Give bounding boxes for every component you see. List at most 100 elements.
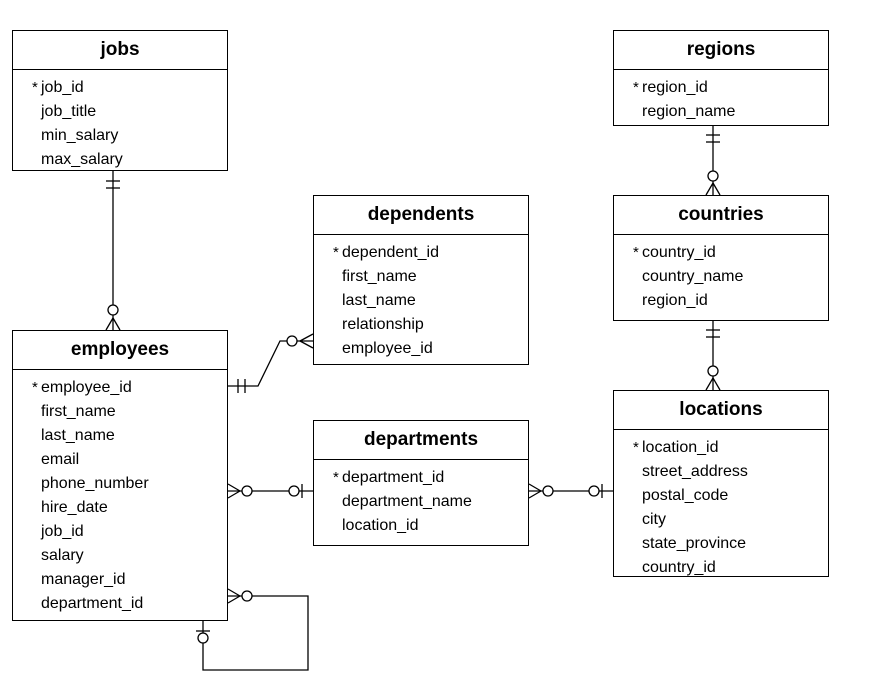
field-name: manager_id [41,571,126,588]
rel-regions-countries [705,126,721,196]
primary-key-marker: * [633,439,639,456]
field-name: hire_date [41,499,108,516]
field-name: employee_id [41,379,132,396]
field-list: *region_id region_name [614,70,828,124]
field-row: min_salary [13,124,227,148]
field-row: *dependent_id [314,241,528,265]
field-name: job_id [41,79,84,96]
field-name: region_id [642,79,708,96]
field-name: country_id [642,559,716,576]
field-row: country_id [614,556,828,580]
field-list: *job_id job_title min_salary max_salary [13,70,227,172]
field-name: salary [41,547,84,564]
field-list: *country_id country_name region_id [614,235,828,313]
field-row: region_id [614,289,828,313]
entity-title: locations [614,391,828,430]
field-name: last_name [342,292,416,309]
field-row: last_name [314,289,528,313]
field-row: *employee_id [13,376,227,400]
field-row: street_address [614,460,828,484]
field-list: *department_id department_name location_id [314,460,528,538]
rel-employees-manager [196,588,309,671]
entity-departments[interactable]: departments *department_id department_nam… [313,420,529,546]
field-name: email [41,451,80,468]
field-row: department_name [314,490,528,514]
field-row: *location_id [614,436,828,460]
field-row: *region_id [614,76,828,100]
field-name: job_id [41,523,84,540]
field-name: department_id [41,595,144,612]
field-row: *job_id [13,76,227,100]
field-row: country_name [614,265,828,289]
field-name: location_id [342,517,419,534]
field-name: job_title [41,103,97,120]
field-name: city [642,511,666,528]
primary-key-marker: * [633,244,639,261]
field-row: last_name [13,424,227,448]
primary-key-marker: * [333,244,339,261]
field-name: country_id [642,244,716,261]
field-row: location_id [314,514,528,538]
field-row: employee_id [314,337,528,361]
entity-countries[interactable]: countries *country_id country_name region_… [613,195,829,321]
field-row: phone_number [13,472,227,496]
field-name: postal_code [642,487,729,504]
field-name: max_salary [41,151,123,168]
field-name: employee_id [342,340,433,357]
rel-locations-departments [528,483,613,499]
field-row: *department_id [314,466,528,490]
field-name: first_name [342,268,417,285]
entity-title: jobs [13,31,227,70]
field-row: first_name [13,400,227,424]
field-name: dependent_id [342,244,439,261]
field-name: min_salary [41,127,119,144]
field-name: last_name [41,427,115,444]
entity-dependents[interactable]: dependents *dependent_id first_name last_n… [313,195,529,365]
field-row: hire_date [13,496,227,520]
entity-title: dependents [314,196,528,235]
rel-employees-dependents [228,333,314,393]
field-row: *country_id [614,241,828,265]
primary-key-marker: * [32,79,38,96]
field-row: job_id [13,520,227,544]
primary-key-marker: * [333,469,339,486]
field-row: postal_code [614,484,828,508]
entity-title: countries [614,196,828,235]
entity-employees[interactable]: employees *employee_id first_name last_nam… [12,330,228,621]
field-row: max_salary [13,148,227,172]
entity-title: regions [614,31,828,70]
field-name: state_province [642,535,747,552]
field-name: region_name [642,103,736,120]
field-name: location_id [642,439,719,456]
entity-title: departments [314,421,528,460]
field-row: job_title [13,100,227,124]
field-row: manager_id [13,568,227,592]
field-name: department_name [342,493,472,510]
field-name: street_address [642,463,748,480]
field-row: first_name [314,265,528,289]
field-name: first_name [41,403,116,420]
field-name: country_name [642,268,744,285]
entity-regions[interactable]: regions *region_id region_name [613,30,829,126]
field-name: department_id [342,469,445,486]
field-name: relationship [342,316,424,333]
field-list: *dependent_id first_name last_name relation… [314,235,528,361]
entity-title: employees [13,331,227,370]
rel-countries-locations [705,321,721,391]
entity-jobs[interactable]: jobs *job_id job_title min_salary max_salar… [12,30,228,171]
primary-key-marker: * [633,79,639,96]
field-row: email [13,448,227,472]
field-row: department_id [13,592,227,616]
rel-jobs-employees [105,171,121,331]
field-row: salary [13,544,227,568]
field-row: relationship [314,313,528,337]
rel-departments-employees [227,483,313,499]
field-row: city [614,508,828,532]
field-name: phone_number [41,475,149,492]
field-row: state_province [614,532,828,556]
primary-key-marker: * [32,379,38,396]
